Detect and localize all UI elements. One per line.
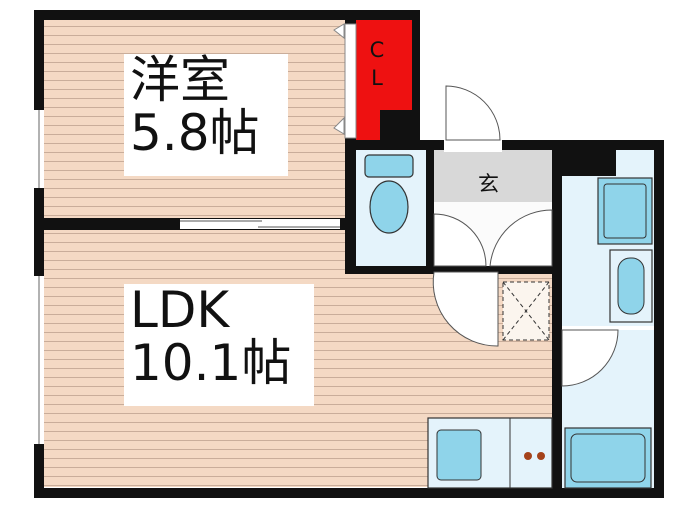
bathtub xyxy=(564,427,652,489)
entrance-door xyxy=(444,85,502,152)
room-label-closet: C L xyxy=(362,36,392,92)
storage-box xyxy=(502,281,550,341)
room-size-western: 5.8帖 xyxy=(130,103,260,162)
washing-machine-space xyxy=(597,177,653,245)
room-size-ldk: 10.1帖 xyxy=(130,333,292,392)
room-name-western: 洋室 xyxy=(130,51,230,109)
closet-label-line1: C xyxy=(369,38,385,62)
window-ldk xyxy=(34,276,44,444)
toilet-fixture xyxy=(364,154,414,234)
room-label-western: 洋室 5.8帖 xyxy=(124,54,288,176)
sliding-door xyxy=(180,219,340,229)
closet-label-line2: L xyxy=(371,66,383,90)
hall-doors xyxy=(432,209,619,387)
washbasin xyxy=(609,249,653,323)
kitchen-counter xyxy=(427,417,553,489)
room-label-ldk: LDK 10.1帖 xyxy=(124,284,314,406)
entrance-floor xyxy=(432,150,552,202)
window-western xyxy=(34,110,44,188)
room-label-entrance: 玄 xyxy=(478,172,499,196)
room-name-ldk: LDK xyxy=(130,281,230,339)
closet-door xyxy=(333,23,357,139)
